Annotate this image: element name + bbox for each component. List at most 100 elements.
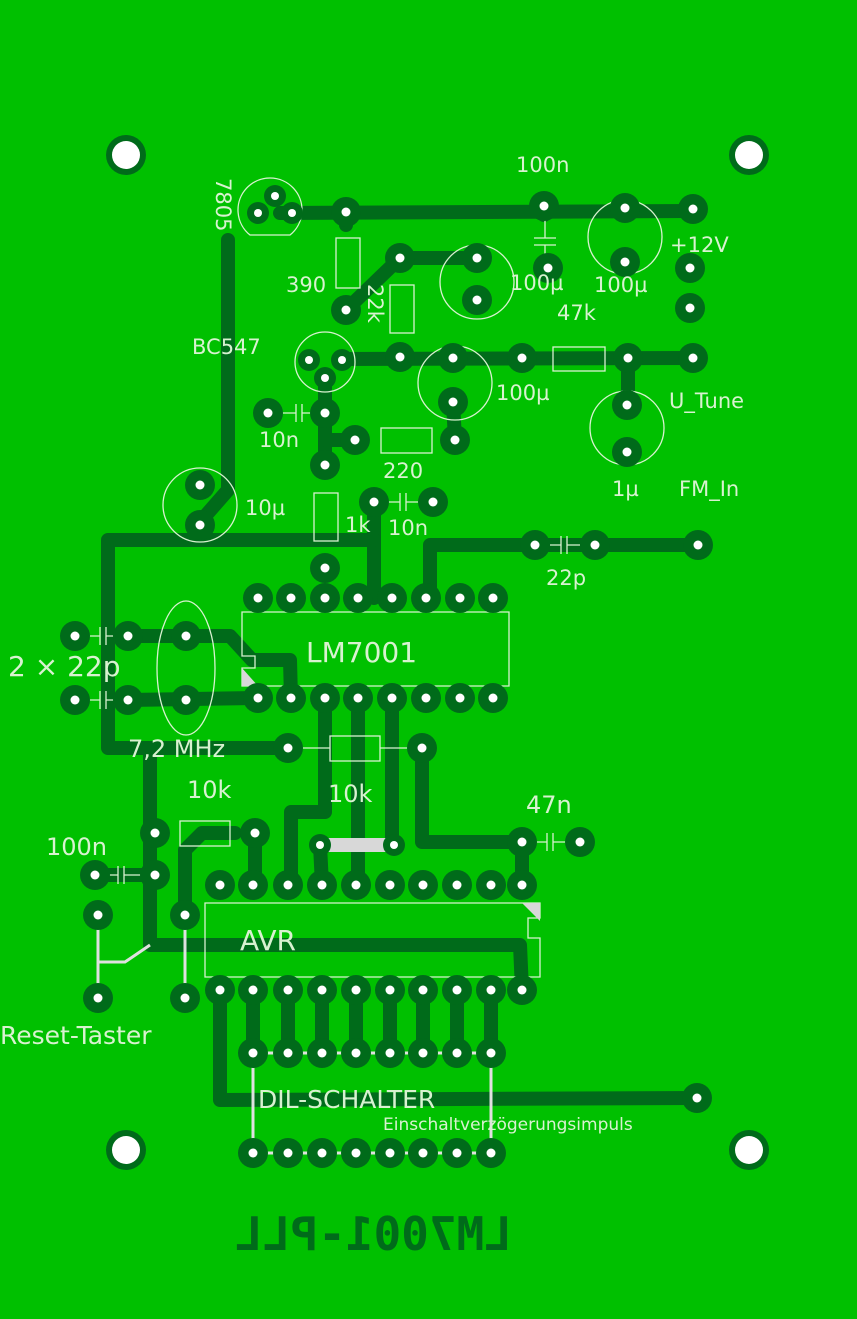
label-1k: 1k (345, 513, 371, 537)
drill-hole (517, 880, 527, 890)
drill-hole (620, 203, 630, 213)
drill-hole (417, 743, 427, 753)
resistor-390-body (335, 237, 361, 289)
label-22k: 22k (363, 284, 387, 324)
drill-hole (253, 593, 263, 603)
label-100n: 100n (46, 833, 107, 861)
drill-hole (448, 397, 458, 407)
drill-hole (248, 880, 258, 890)
drill-hole (488, 593, 498, 603)
label-einschaltverzoegerung: Einschaltverzögerungsimpuls (383, 1115, 633, 1135)
drill-hole (321, 374, 329, 382)
label-220: 220 (383, 459, 423, 483)
label-100u: 100µ (510, 271, 563, 295)
resistor-220-body (380, 427, 433, 454)
drill-hole (248, 1148, 258, 1158)
drill-hole (353, 693, 363, 703)
drill-hole (317, 985, 327, 995)
drill-hole (316, 841, 324, 849)
drill-hole (452, 985, 462, 995)
drill-hole (70, 695, 80, 705)
transistor-outline (294, 331, 356, 393)
drill-hole (195, 520, 205, 530)
drill-hole (390, 841, 398, 849)
label-100u: 100µ (496, 381, 549, 405)
drill-hole (350, 435, 360, 445)
drill-hole (448, 353, 458, 363)
drill-hole (90, 870, 100, 880)
drill-hole (421, 693, 431, 703)
drill-hole (623, 353, 633, 363)
drill-hole (418, 1048, 428, 1058)
drill-hole (455, 593, 465, 603)
label-100u: 100µ (594, 273, 647, 297)
resistor-1k-body (313, 492, 339, 542)
drill-hole (317, 1148, 327, 1158)
label-22p: 22p (546, 566, 586, 590)
drill-hole (575, 837, 585, 847)
drill-hole (341, 305, 351, 315)
resistor-47k-body (552, 346, 606, 372)
drill-hole (486, 1148, 496, 1158)
drill-hole (317, 1048, 327, 1058)
label-10u: 10µ (245, 496, 285, 520)
drill-hole (341, 207, 351, 217)
drill-hole (486, 985, 496, 995)
drill-hole (123, 695, 133, 705)
drill-hole (685, 263, 695, 273)
drill-hole (320, 563, 330, 573)
drill-hole (622, 447, 632, 457)
drill-hole (517, 985, 527, 995)
drill-hole (418, 1148, 428, 1158)
drill-hole (539, 201, 549, 211)
drill-hole (351, 1148, 361, 1158)
drill-hole (452, 1148, 462, 1158)
label-avr: AVR (240, 924, 296, 957)
drill-hole (317, 880, 327, 890)
drill-hole (543, 263, 553, 273)
drill-hole (286, 593, 296, 603)
drill-hole (517, 837, 527, 847)
label-100n: 100n (516, 153, 569, 177)
drill-hole (418, 880, 428, 890)
drill-hole (254, 209, 262, 217)
drill-hole (271, 192, 279, 200)
drill-hole (288, 209, 296, 217)
silkscreen-labels: 7805 100n 390 22k 100µ 100µ +12V 47k BC5… (0, 153, 744, 1261)
label-crystal: 7,2 MHz (128, 735, 225, 763)
drill-hole (395, 352, 405, 362)
crystal-outline (156, 600, 216, 736)
drill-hole (622, 400, 632, 410)
drill-hole (351, 985, 361, 995)
label-u-tune: U_Tune (669, 389, 744, 414)
drill-hole (70, 631, 80, 641)
drill-hole (620, 257, 630, 267)
drill-hole (452, 1048, 462, 1058)
drill-hole (395, 253, 405, 263)
drill-hole (263, 408, 273, 418)
drill-hole (452, 880, 462, 890)
label-bc547: BC547 (192, 335, 261, 359)
drill-hole (320, 693, 330, 703)
drill-hole (283, 985, 293, 995)
mounting-holes (106, 135, 769, 1170)
drill-hole (215, 985, 225, 995)
label-1u: 1µ (612, 477, 639, 501)
drill-hole (123, 631, 133, 641)
drill-hole (215, 880, 225, 890)
drill-hole (351, 1048, 361, 1058)
resistor-22k-body (389, 284, 415, 334)
label-board-name-mirrored: LM7001-PLL (235, 1207, 512, 1261)
drill-hole (688, 353, 698, 363)
drill-hole (692, 1093, 702, 1103)
drill-hole (320, 460, 330, 470)
drill-hole (385, 985, 395, 995)
drill-hole (530, 540, 540, 550)
drill-hole (590, 540, 600, 550)
drill-hole (387, 693, 397, 703)
drill-hole (428, 497, 438, 507)
drill-hole (455, 693, 465, 703)
drill-hole (320, 408, 330, 418)
silkscreen-outlines (88, 177, 665, 1155)
